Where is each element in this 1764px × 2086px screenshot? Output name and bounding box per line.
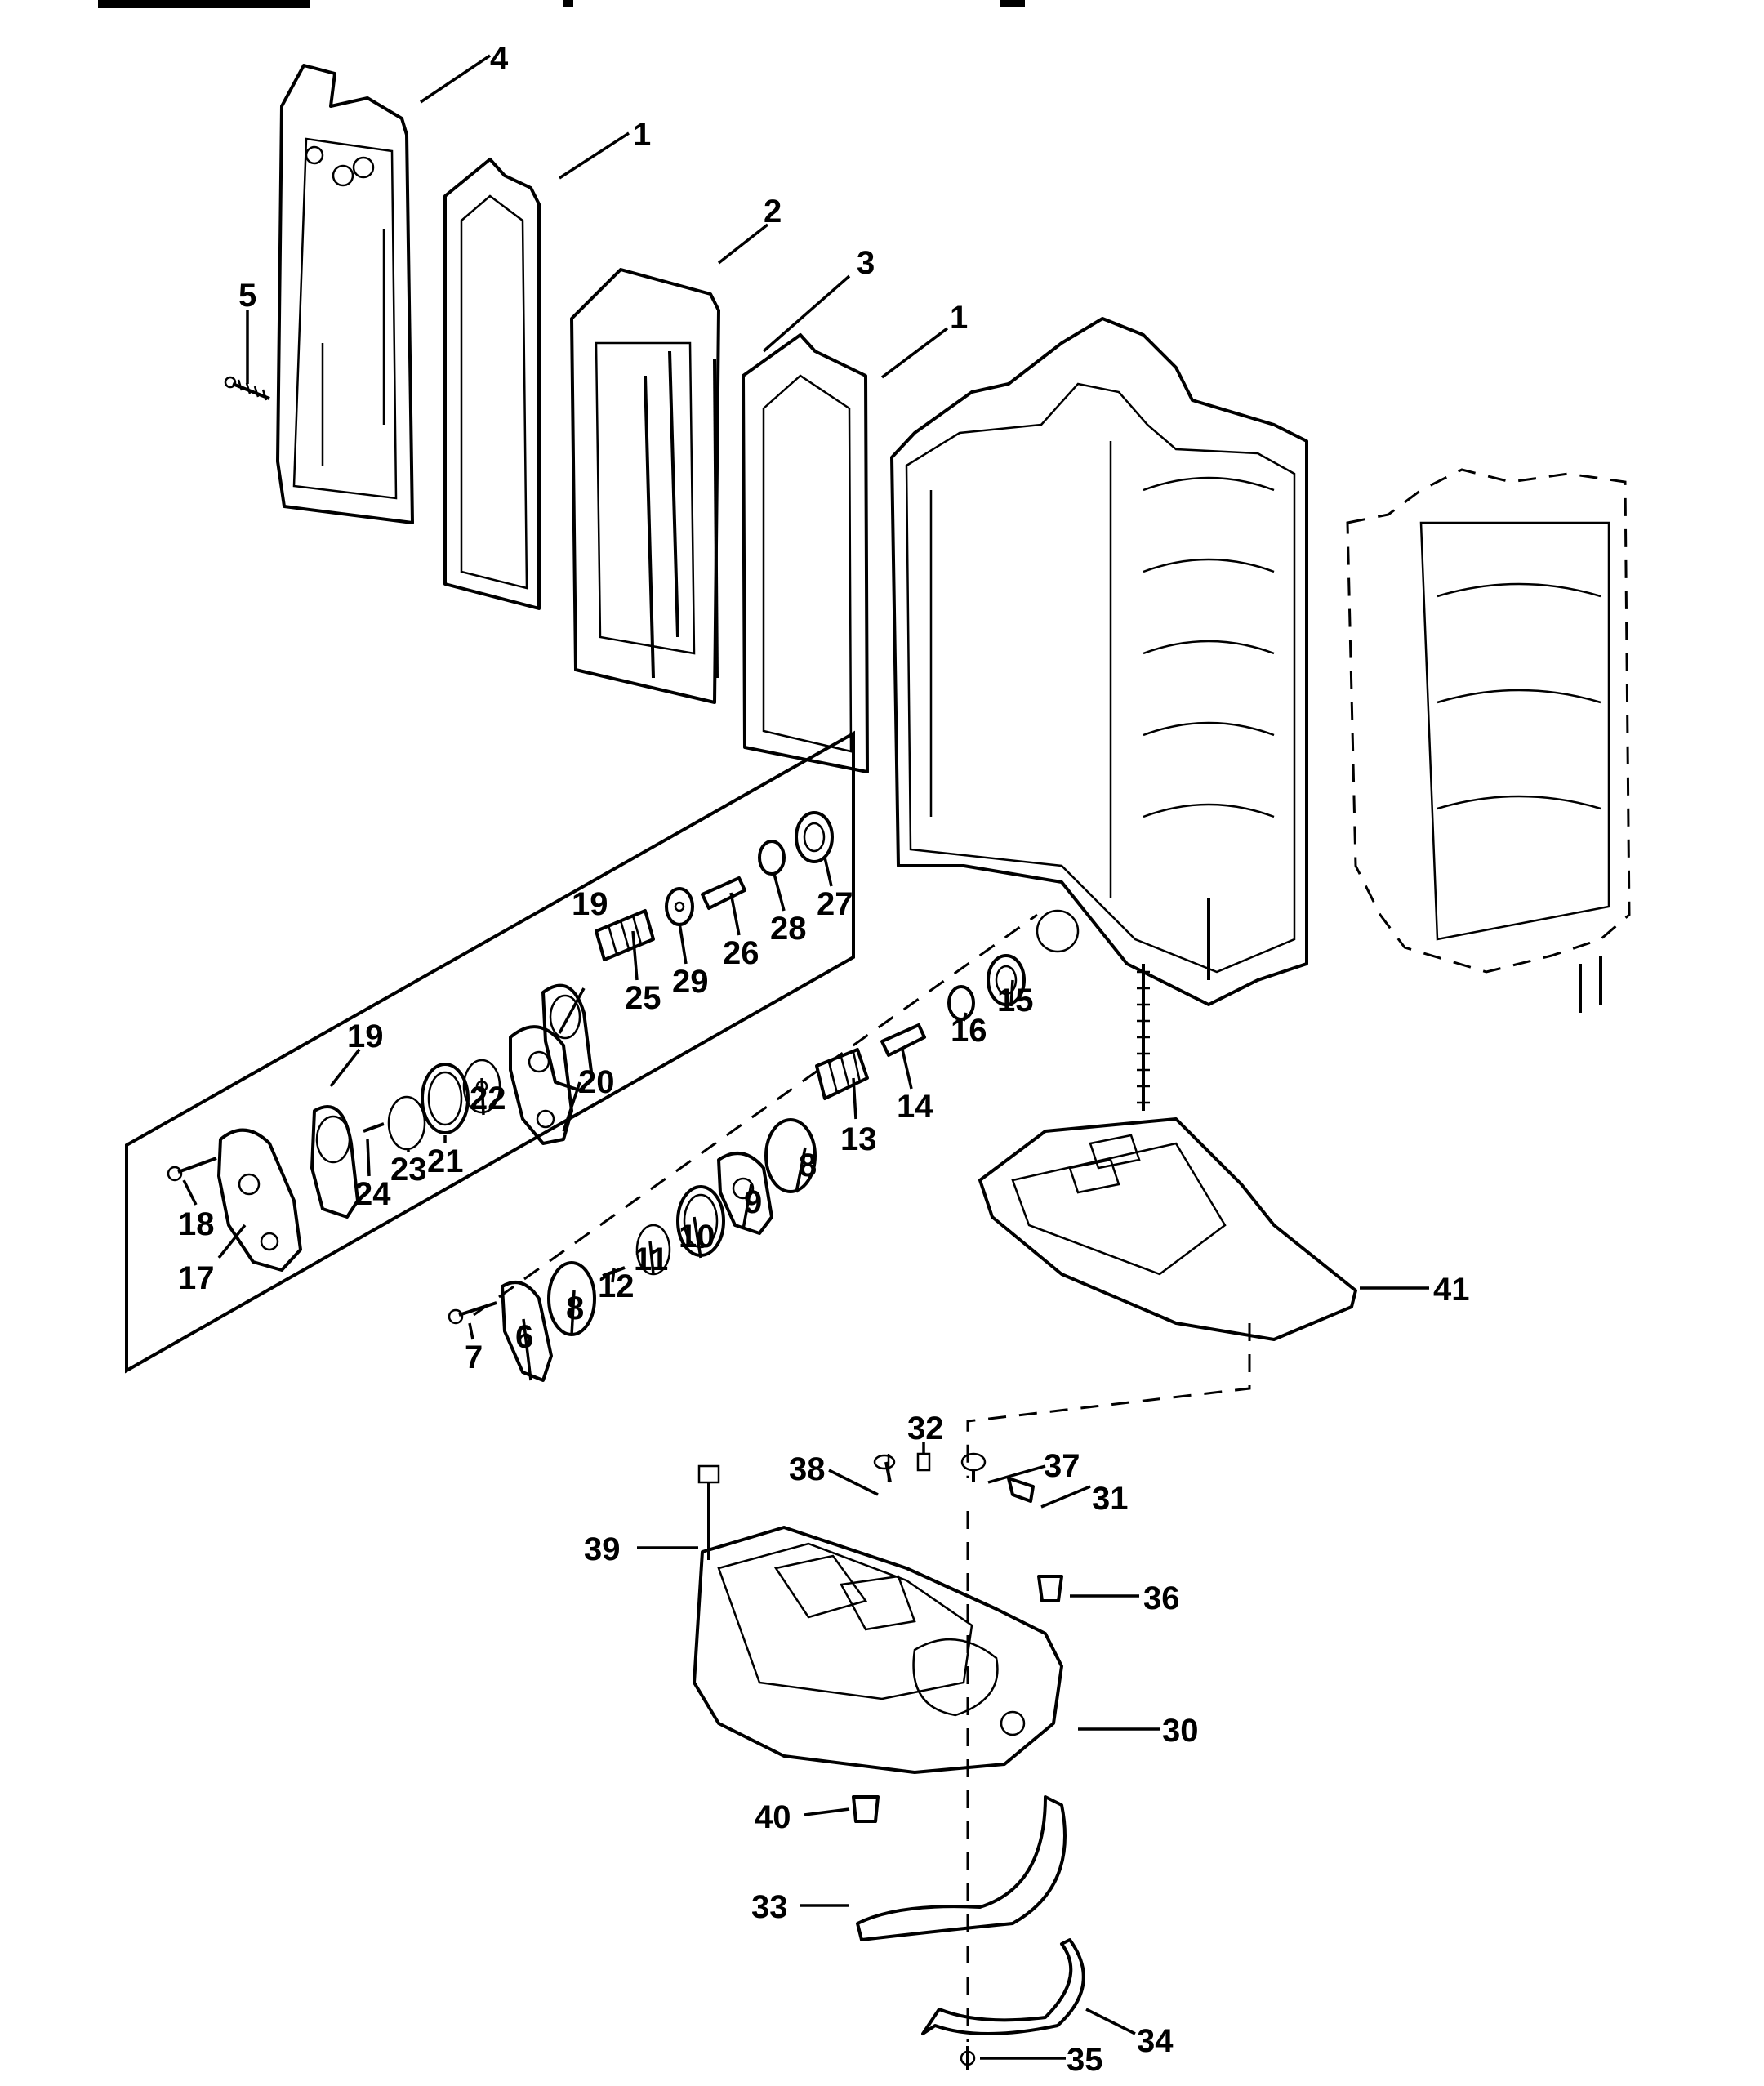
cylinder-block-outline xyxy=(1207,468,1631,1013)
callout-8: 8 xyxy=(799,1148,817,1183)
part-32-pin xyxy=(916,1452,931,1472)
part-34-bracket xyxy=(921,1938,1085,2035)
part-30-adaptor-plate xyxy=(693,1526,1063,1774)
part-5-spring xyxy=(224,376,270,401)
callout-8: 8 xyxy=(566,1290,584,1326)
part-19-gasket-b xyxy=(310,1105,359,1219)
assembly-line-gasket xyxy=(966,1323,1251,1478)
callout-36: 36 xyxy=(1143,1580,1180,1616)
callout-21: 21 xyxy=(427,1143,464,1179)
callout-32: 32 xyxy=(907,1411,944,1446)
part-26-fitting xyxy=(701,876,746,910)
callout-9: 9 xyxy=(744,1184,762,1220)
part-8-gasket-a xyxy=(764,1118,817,1193)
callout-34: 34 xyxy=(1137,2023,1174,2059)
callout-16: 16 xyxy=(951,1013,987,1049)
callout-23: 23 xyxy=(390,1152,427,1188)
callout-25: 25 xyxy=(625,980,662,1016)
part-1-gasket-a xyxy=(443,158,541,610)
callout-28: 28 xyxy=(770,911,807,947)
callout-33: 33 xyxy=(751,1889,788,1925)
fuel-pump-kit-box xyxy=(125,730,855,1374)
part-16-nut xyxy=(947,985,975,1021)
callout-27: 27 xyxy=(817,886,853,922)
header-fragment xyxy=(98,0,1025,8)
part-31-fitting xyxy=(1007,1477,1035,1503)
part-36-grommet xyxy=(1037,1575,1063,1602)
callout-37: 37 xyxy=(1044,1448,1080,1484)
callout-labels: 4 1 2 3 1 5 19 25 29 26 28 27 19 20 22 2… xyxy=(178,41,1470,2078)
part-19-gasket-a xyxy=(541,983,594,1092)
callout-30: 30 xyxy=(1162,1713,1199,1749)
callout-1: 1 xyxy=(633,117,651,153)
callout-38: 38 xyxy=(789,1451,826,1487)
part-37-plug xyxy=(960,1452,987,1482)
part-21-diaphragm xyxy=(421,1063,470,1134)
part-1-gasket-b xyxy=(742,333,869,773)
part-24-screw xyxy=(363,1122,385,1133)
callout-2: 2 xyxy=(764,194,782,230)
part-25-spring xyxy=(595,909,655,961)
callout-41: 41 xyxy=(1433,1272,1470,1308)
part-40-plug xyxy=(852,1795,880,1823)
part-38-stud xyxy=(873,1454,896,1483)
callout-6: 6 xyxy=(515,1319,533,1355)
leader-lines xyxy=(182,54,1429,2060)
callout-17: 17 xyxy=(178,1260,215,1296)
callout-35: 35 xyxy=(1067,2042,1103,2078)
part-29-washer xyxy=(665,887,694,926)
callout-31: 31 xyxy=(1092,1481,1129,1517)
callout-39: 39 xyxy=(584,1531,621,1567)
callout-3: 3 xyxy=(857,245,875,281)
part-20-pump-body xyxy=(509,1025,573,1145)
callout-40: 40 xyxy=(755,1799,791,1835)
callout-12: 12 xyxy=(598,1268,635,1304)
callout-24: 24 xyxy=(354,1176,391,1212)
part-3-rod xyxy=(713,359,719,679)
part-23-disc xyxy=(387,1095,426,1151)
part-41-gasket xyxy=(978,1117,1357,1341)
assembly-line-pump xyxy=(473,913,1038,1317)
callout-13: 13 xyxy=(840,1121,877,1157)
part-14-fitting xyxy=(880,1023,926,1057)
callout-29: 29 xyxy=(672,964,709,1000)
part-35-screw xyxy=(960,2046,976,2070)
callout-22: 22 xyxy=(470,1081,506,1117)
part-9-pump-body xyxy=(717,1152,773,1235)
part-39-bolt xyxy=(697,1464,720,1560)
part-13-spring xyxy=(815,1048,869,1100)
part-6-pump-cover xyxy=(501,1281,553,1382)
callout-19: 19 xyxy=(347,1018,384,1054)
callout-15: 15 xyxy=(997,983,1034,1018)
part-7-screw xyxy=(448,1301,497,1325)
part-18-screw xyxy=(167,1157,217,1182)
callout-20: 20 xyxy=(578,1064,615,1100)
callout-26: 26 xyxy=(723,935,760,971)
part-33-exhaust-bracket xyxy=(856,1795,1067,1941)
part-27-seal xyxy=(795,811,834,863)
callout-7: 7 xyxy=(465,1339,483,1375)
callout-18: 18 xyxy=(178,1206,215,1242)
crankcase-block xyxy=(890,317,1308,1111)
part-28-nut xyxy=(758,840,786,876)
callout-14: 14 xyxy=(897,1089,933,1125)
callout-1: 1 xyxy=(950,300,968,336)
part-17-pump-cover xyxy=(217,1128,302,1272)
callout-19: 19 xyxy=(572,886,608,922)
callout-4: 4 xyxy=(490,41,509,77)
callout-5: 5 xyxy=(238,278,256,314)
callout-10: 10 xyxy=(679,1219,715,1255)
part-4-cover-plate xyxy=(276,64,414,524)
part-2-reed-block xyxy=(570,268,720,704)
callout-11: 11 xyxy=(634,1241,668,1277)
part-15-seal xyxy=(987,954,1026,1006)
